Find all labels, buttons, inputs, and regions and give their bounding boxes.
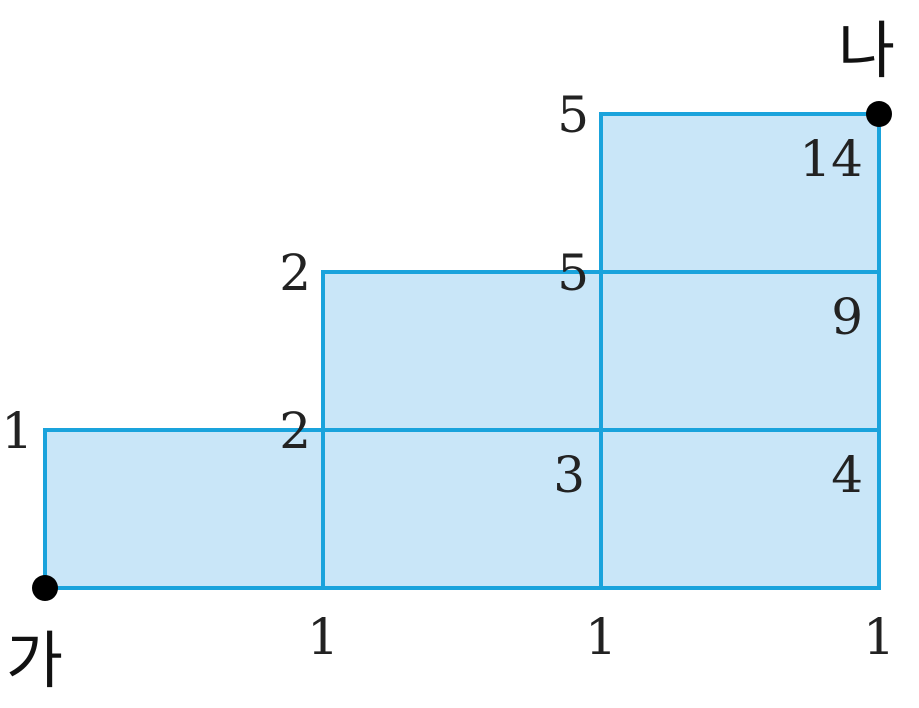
end-point-label: 나 [838, 14, 895, 87]
path-count-label: 5 [557, 86, 589, 144]
path-count-label: 1 [1, 402, 33, 460]
path-count-label: 2 [279, 402, 311, 460]
path-count-label: 2 [279, 244, 311, 302]
path-count-label: 5 [557, 244, 589, 302]
grid-cell [599, 270, 881, 432]
path-count-label: 14 [799, 130, 863, 188]
end-point-dot [866, 101, 892, 127]
path-count-label: 1 [585, 608, 617, 666]
grid-cell [599, 112, 881, 274]
path-count-label: 9 [831, 288, 863, 346]
path-count-label: 4 [831, 446, 863, 504]
start-point-label: 가 [6, 624, 63, 697]
path-count-label: 1 [863, 608, 895, 666]
grid-cell [43, 428, 325, 590]
path-count-label: 3 [553, 446, 585, 504]
path-count-labels: 1 1 1 1 2 2 3 4 5 5 9 14 [1, 86, 895, 666]
start-point-dot [32, 575, 58, 601]
path-count-label: 1 [307, 608, 339, 666]
grid-cells [43, 112, 881, 590]
grid-cell [321, 428, 603, 590]
